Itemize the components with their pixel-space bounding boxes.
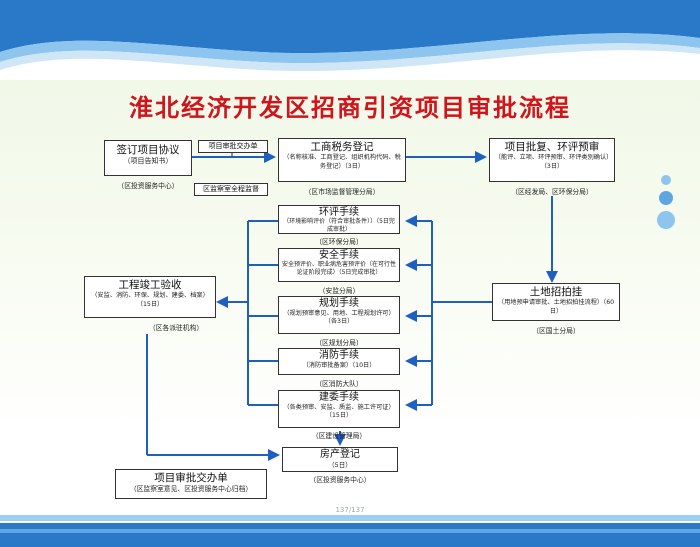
node-safety-caption: （安监分局）: [318, 287, 360, 295]
node-project-approval: 项目批复、环评预审 （能评、立项、环评预审、环评类别确认）（3日）: [489, 138, 615, 182]
page-title: 淮北经济开发区招商引资项目审批流程: [129, 94, 571, 122]
node-environment-caption: （区环保分局）: [315, 238, 363, 246]
node-property-caption: （区投资服务中心）: [309, 476, 371, 484]
node-environment-sub: （环境影响评价（符合审批条件））（5日完成审批）: [283, 218, 395, 233]
node-environment: 环评手续 （环境影响评价（符合审批条件））（5日完成审批）: [278, 205, 400, 234]
supervision-note-box: 区监察室全程监督: [194, 183, 268, 196]
node-property-sub: （5日）: [328, 461, 352, 469]
node-business-registration-sub: （名称核准、工商登记、组织机构代码、税务登记）（3日）: [283, 154, 401, 170]
node-business-registration: 工商税务登记 （名称核准、工商登记、组织机构代码、税务登记）（3日）: [278, 138, 406, 182]
node-land: 土地招拍挂 （用地预申请审批、土地招拍挂流程）（60日）: [492, 283, 620, 321]
node-final-handover: 项目审批交办单 （区监察室意见、区投资服务中心归档）: [115, 469, 267, 499]
node-fire: 消防手续 （消防审批备案）（10日）: [278, 348, 400, 375]
node-final-handover-title: 项目审批交办单: [154, 472, 228, 484]
node-planning: 规划手续 （规划预审意见、用地、工程规划许可）（各3日）: [278, 296, 400, 334]
supervision-note-label: 区监察室全程监督: [203, 185, 259, 193]
node-acceptance-sub: （安监、消防、环保、规划、建委、档案）（15日）: [91, 292, 209, 308]
node-construction: 建委手续 （各类预审、安监、质监、施工许可证）（15日）: [278, 390, 400, 428]
node-project-approval-sub: （能评、立项、环评预审、环评类别确认）（3日）: [494, 154, 610, 170]
node-acceptance-caption: （区各派驻机构）: [148, 324, 204, 332]
node-land-sub: （用地预申请审批、土地招拍挂流程）（60日）: [497, 299, 615, 315]
node-planning-sub: （规划预审意见、用地、工程规划许可）（各3日）: [283, 310, 395, 325]
node-final-handover-sub: （区监察室意见、区投资服务中心归档）: [129, 485, 253, 493]
node-planning-caption: （区规划分局）: [315, 339, 363, 347]
node-environment-title: 环评手续: [319, 207, 359, 218]
node-sign-agreement: 签订项目协议 （项目告知书）: [104, 140, 192, 176]
node-sign-agreement-sub: （项目告知书）: [123, 157, 173, 165]
node-sign-agreement-title: 签订项目协议: [116, 144, 180, 156]
node-acceptance-title: 工程竣工验收: [118, 279, 182, 291]
node-planning-title: 规划手续: [319, 298, 359, 309]
node-property: 房产登记 （5日）: [282, 447, 398, 472]
node-construction-caption: （区建设管理局）: [311, 432, 367, 440]
page-number: 137/137: [335, 506, 365, 514]
header-band: [0, 0, 700, 80]
node-fire-title: 消防手续: [319, 350, 359, 361]
node-safety-sub: 安全预评价、职业病危害预评价（在可行性论证阶段完成）（5日完成审批）: [282, 261, 397, 276]
node-project-approval-caption: （区经发局、区环保分局）: [511, 188, 593, 196]
footer-band: [0, 515, 700, 547]
node-business-registration-caption: （区市场监督管理分局）: [304, 188, 380, 196]
node-property-title: 房产登记: [320, 449, 360, 460]
node-project-approval-title: 项目批复、环评预审: [504, 141, 600, 153]
node-acceptance: 工程竣工验收 （安监、消防、环保、规划、建委、档案）（15日）: [84, 276, 216, 318]
node-safety: 安全手续 安全预评价、职业病危害预评价（在可行性论证阶段完成）（5日完成审批）: [278, 248, 400, 282]
handover-note-label: 项目审批交办单: [208, 142, 258, 150]
node-land-caption: （区国土分局）: [532, 327, 580, 335]
node-fire-caption: （区消防大队）: [315, 380, 363, 388]
handover-note-box: 项目审批交办单: [198, 140, 268, 153]
node-land-title: 土地招拍挂: [529, 286, 583, 298]
node-sign-agreement-caption: （区投资服务中心）: [117, 182, 179, 190]
node-business-registration-title: 工商税务登记: [310, 141, 374, 153]
node-fire-sub: （消防审批备案）（10日）: [302, 362, 376, 369]
node-construction-sub: （各类预审、安监、质监、施工许可证）（15日）: [283, 404, 395, 419]
node-safety-title: 安全手续: [319, 250, 359, 261]
decorative-dots: [657, 175, 675, 229]
node-construction-title: 建委手续: [319, 392, 359, 403]
